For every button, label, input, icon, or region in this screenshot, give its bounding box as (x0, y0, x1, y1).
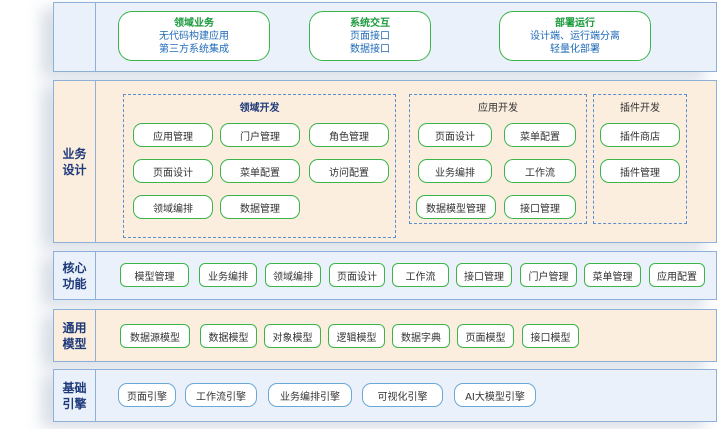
common-models-layer: 通用 模型 数据源模型 数据模型 对象模型 逻辑模型 数据字典 页面模型 接口模… (53, 309, 717, 362)
core-functions-label: 核心 功能 (54, 252, 96, 299)
app-dev-item: 接口管理 (504, 195, 576, 219)
top-card-line: 数据接口 (350, 44, 390, 55)
top-card-title: 部署运行 (555, 18, 595, 29)
domain-dev-item: 门户管理 (220, 123, 300, 147)
domain-dev-item: 应用管理 (133, 123, 213, 147)
domain-dev-item: 菜单配置 (220, 159, 300, 183)
engine-item: 业务编排引擎 (268, 383, 352, 407)
business-design-layer: 业务 设计 领域开发 应用管理 门户管理 角色管理 页面设计 菜单配置 访问配置… (53, 80, 717, 243)
core-functions-body: 模型管理 业务编排 领域编排 页面设计 工作流 接口管理 门户管理 菜单管理 应… (96, 252, 716, 299)
business-design-body: 领域开发 应用管理 门户管理 角色管理 页面设计 菜单配置 访问配置 领域编排 … (96, 81, 716, 242)
plugin-dev-title: 插件开发 (620, 103, 660, 114)
app-dev-item: 页面设计 (418, 123, 492, 147)
common-models-body: 数据源模型 数据模型 对象模型 逻辑模型 数据字典 页面模型 接口模型 (96, 310, 716, 361)
engine-item: 页面引擎 (118, 383, 176, 407)
foundation-engines-layer: 基础 引擎 页面引擎 工作流引擎 业务编排引擎 可视化引擎 AI大模型引擎 (53, 369, 717, 422)
model-item: 数据字典 (392, 324, 450, 348)
core-item: 工作流 (392, 263, 449, 287)
core-item: 模型管理 (120, 263, 189, 287)
top-card-domain-business: 领域业务 无代码构建应用 第三方系统集成 (118, 11, 270, 61)
top-layer: 领域业务 无代码构建应用 第三方系统集成 系统交互 页面接口 数据接口 部署运行… (53, 2, 717, 72)
domain-dev-item: 访问配置 (309, 159, 389, 183)
top-card-title: 系统交互 (350, 18, 390, 29)
top-card-line: 无代码构建应用 (159, 31, 229, 42)
core-item: 菜单管理 (584, 263, 641, 287)
engine-item: AI大模型引擎 (454, 383, 536, 407)
model-item: 数据源模型 (120, 324, 190, 348)
domain-dev-title: 领域开发 (239, 103, 280, 114)
core-item: 业务编排 (199, 263, 257, 287)
top-card-line: 第三方系统集成 (159, 44, 229, 55)
top-card-line: 设计端、运行端分离 (530, 31, 620, 42)
top-layer-label (54, 3, 96, 71)
app-dev-item: 数据模型管理 (416, 195, 496, 219)
domain-dev-item: 数据管理 (220, 195, 300, 219)
engine-item: 工作流引擎 (185, 383, 257, 407)
plugin-dev-group: 插件开发 插件商店 插件管理 (593, 94, 687, 224)
top-card-line: 页面接口 (350, 31, 390, 42)
domain-dev-item: 领域编排 (133, 195, 213, 219)
domain-dev-group: 领域开发 应用管理 门户管理 角色管理 页面设计 菜单配置 访问配置 领域编排 … (123, 94, 396, 238)
plugin-dev-item: 插件商店 (600, 123, 680, 147)
core-item: 接口管理 (456, 263, 512, 287)
domain-dev-item: 页面设计 (133, 159, 213, 183)
top-card-title: 领域业务 (174, 18, 214, 29)
domain-dev-item: 角色管理 (309, 123, 389, 147)
engine-item: 可视化引擎 (362, 383, 443, 407)
top-card-deployment: 部署运行 设计端、运行端分离 轻量化部署 (499, 11, 651, 61)
model-item: 逻辑模型 (328, 324, 385, 348)
top-card-system-interaction: 系统交互 页面接口 数据接口 (309, 11, 431, 61)
model-item: 页面模型 (457, 324, 514, 348)
core-item: 页面设计 (329, 263, 385, 287)
app-dev-item: 业务编排 (418, 159, 492, 183)
app-dev-item: 菜单配置 (504, 123, 576, 147)
core-item: 门户管理 (520, 263, 577, 287)
model-item: 数据模型 (200, 324, 257, 348)
foundation-engines-body: 页面引擎 工作流引擎 业务编排引擎 可视化引擎 AI大模型引擎 (96, 370, 716, 421)
model-item: 接口模型 (522, 324, 579, 348)
app-dev-title: 应用开发 (478, 103, 518, 114)
plugin-dev-item: 插件管理 (600, 159, 680, 183)
model-item: 对象模型 (264, 324, 321, 348)
app-dev-item: 工作流 (504, 159, 576, 183)
common-models-label: 通用 模型 (54, 310, 96, 361)
core-item: 领域编排 (265, 263, 321, 287)
foundation-engines-label: 基础 引擎 (54, 370, 96, 421)
top-card-line: 轻量化部署 (550, 44, 600, 55)
business-design-label: 业务 设计 (54, 81, 96, 242)
core-functions-layer: 核心 功能 模型管理 业务编排 领域编排 页面设计 工作流 接口管理 门户管理 … (53, 251, 717, 300)
core-item: 应用配置 (649, 263, 705, 287)
top-layer-body: 领域业务 无代码构建应用 第三方系统集成 系统交互 页面接口 数据接口 部署运行… (96, 3, 716, 71)
app-dev-group: 应用开发 页面设计 菜单配置 业务编排 工作流 数据模型管理 接口管理 (409, 94, 587, 224)
